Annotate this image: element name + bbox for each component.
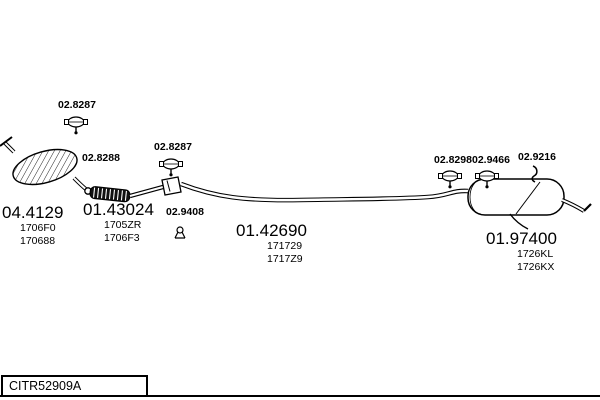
- assembly-front-flex-pipe: 01.43024 1705ZR 1706F3: [83, 200, 154, 245]
- assembly-centre-pipe: 01.42690 171729 1717Z9: [236, 221, 307, 266]
- pipe-joint-fitting: [161, 176, 182, 196]
- part-ref: 1705ZR: [104, 219, 142, 231]
- catalog-ref-box: CITR52909A: [1, 375, 148, 397]
- part-ref: 1706F3: [104, 232, 140, 244]
- part-label-clamp-rear-2: 02.9466: [472, 154, 510, 166]
- rear-silencer-shape: [467, 178, 592, 230]
- part-ref: 170688: [20, 235, 56, 247]
- catalytic-converter-shape: [0, 136, 92, 195]
- part-ref: 1706F0: [20, 222, 56, 234]
- clamp-icon: [437, 170, 463, 190]
- part-number: 01.43024: [83, 200, 154, 219]
- part-ref: 1726KL: [517, 248, 554, 260]
- hanger-icon: [174, 226, 186, 239]
- assembly-catalytic-converter: 04.4129 1706F0 170688: [2, 203, 63, 248]
- catalog-ref: CITR52909A: [9, 379, 82, 393]
- part-label-clamp-front-top: 02.8287: [58, 99, 96, 111]
- part-label-clamp-rear-1: 02.8298: [434, 154, 472, 166]
- part-label-flex-coupling: 02.8288: [82, 152, 120, 164]
- part-ref: 1726KX: [517, 261, 555, 273]
- clamp-icon: [158, 158, 184, 178]
- part-ref: 1717Z9: [267, 253, 303, 265]
- part-number: 01.42690: [236, 221, 307, 240]
- flex-pipe-shape: [89, 186, 131, 203]
- assembly-rear-silencer: 01.97400 1726KL 1726KX: [486, 229, 557, 274]
- centre-pipe-shape: [180, 181, 469, 203]
- part-label-hanger-rear: 02.9216: [518, 151, 556, 163]
- part-label-clamp-mid: 02.8287: [154, 141, 192, 153]
- part-ref: 171729: [267, 240, 303, 252]
- clamp-icon: [63, 116, 89, 136]
- part-number: 04.4129: [2, 203, 64, 222]
- part-label-hanger-mid: 02.9408: [166, 206, 204, 218]
- bottom-rule: [0, 395, 600, 397]
- part-number: 01.97400: [486, 229, 557, 248]
